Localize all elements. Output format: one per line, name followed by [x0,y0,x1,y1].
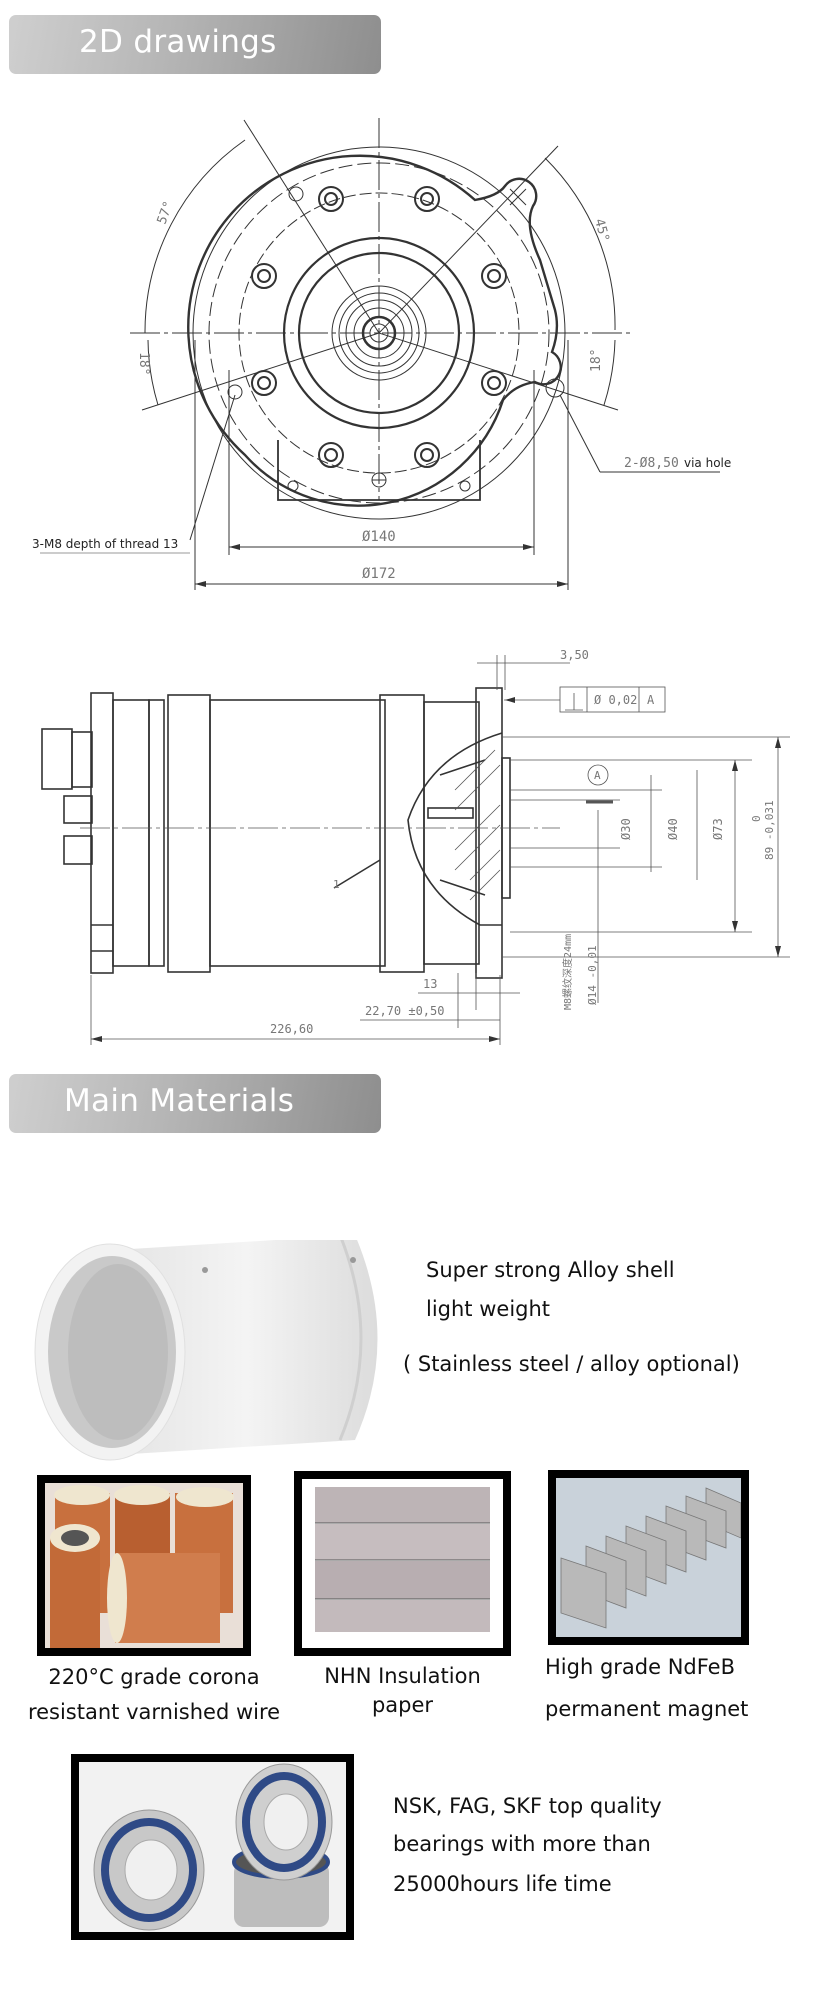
wire-caption-line2: resistant varnished wire [27,1700,281,1724]
dia-30-label: Ø30 [619,818,633,840]
dia-14-label: Ø14 -0,01 [586,945,599,1005]
paper-caption-line1: NHN Insulation [324,1664,481,1688]
dia-89-label: 89 -0,031 [763,800,776,860]
via-hole-label: via hole [684,456,731,470]
angle-18-right-label: 18° [589,349,604,372]
thread-label: 3-M8 depth of thread 13 [32,537,178,551]
shell-desc-line2: light weight [426,1297,551,1321]
dim-226-60: 226,60 [270,1022,313,1036]
section-banner-main-materials: Main Materials [9,1074,381,1133]
insulation-paper-image [294,1471,511,1656]
part-number-1: 1 [333,878,340,891]
magnet-caption-line2: permanent magnet [545,1697,749,1721]
dim-22-70: 22,70 ±0,50 [365,1004,444,1018]
wire-caption-line1: 220°C grade corona [48,1665,260,1689]
varnished-wire-image [37,1475,251,1656]
dim-13: 13 [423,977,437,991]
shell-desc-line1: Super strong Alloy shell [426,1258,675,1282]
bearings-image [71,1754,354,1940]
front-view-drawing: 57° 45° 18° 18° 2-Ø8,50 via hole 3-M8 de… [32,118,731,590]
dim-3-50: 3,50 [560,648,589,662]
dia-89-upper: 0 [750,815,763,822]
datum-a-label: A [594,769,601,782]
bearings-desc-line3: 25000hours life time [393,1872,612,1896]
section-title: Main Materials [64,1083,295,1119]
magnet-caption-line1: High grade NdFeB [545,1655,735,1679]
shell-desc-line3: ( Stainless steel / alloy optional) [403,1352,740,1376]
thread-note: M8螺纹深度24mm [561,934,574,1010]
dia-172-label: Ø172 [362,566,396,582]
section-title: 2D drawings [79,24,277,60]
side-view-drawing: 3,50 Ø 0,02 A A Ø30 Ø40 Ø73 0 89 -0,031 … [41,648,790,1045]
dia-140-label: Ø140 [362,529,396,545]
bearings-desc-line1: NSK, FAG, SKF top quality [393,1794,662,1818]
paper-caption-line2: paper [371,1693,434,1717]
angle-45-label: 45° [591,217,612,244]
tolerance-value: Ø 0,02 [594,693,637,707]
ndfeb-magnet-image [548,1470,749,1645]
alloy-shell-image [34,1240,378,1461]
section-banner-2d-drawings: 2D drawings [9,15,381,74]
via-hole-dim: 2-Ø8,50 [624,456,679,471]
bearings-desc-line2: bearings with more than [393,1832,651,1856]
angle-18-left-label: 18° [136,352,151,375]
dia-73-label: Ø73 [711,818,725,840]
dia-40-label: Ø40 [666,818,680,840]
angle-57-label: 57° [155,199,177,226]
tolerance-datum: A [647,693,655,707]
